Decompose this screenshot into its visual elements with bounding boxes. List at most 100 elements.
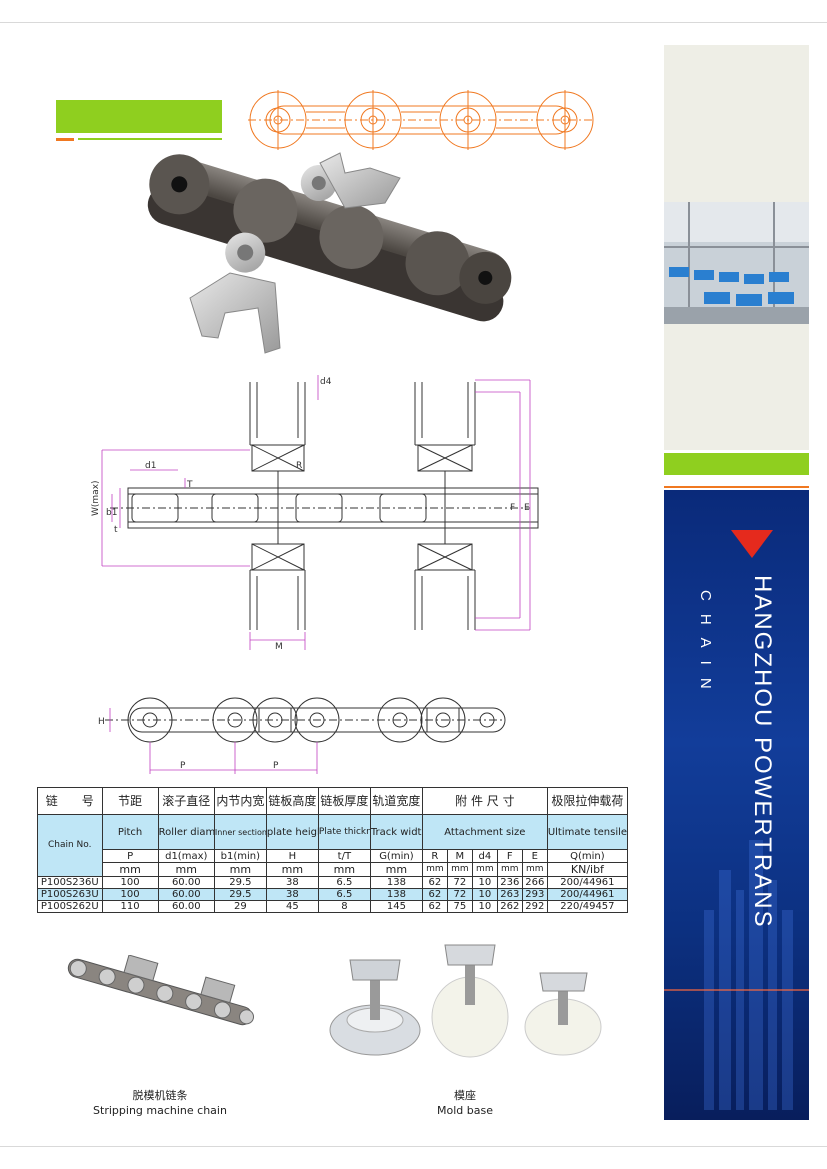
table-cell: 293 [521,888,548,901]
table-cell: 10 [471,900,498,913]
caption-left-en: Stripping machine chain [93,1104,227,1117]
header-green-block [56,100,222,133]
table-cell: P100S262U [37,900,103,913]
symbol-cell: F [496,849,523,863]
spec-table: 链 号 节距 滚子直径 内节内宽 链板高度 链板厚度 轨道宽度 附 件 尺 寸 … [37,787,629,913]
table-cell: 29.5 [213,888,267,901]
chain-plan-view-drawing: d4 R d1 T W(max) b1 t F E M [91,375,539,652]
chain-outline-diagram [248,90,594,150]
table-cell: 62 [421,900,448,913]
table-cell: 220/49457 [546,900,629,913]
table-cell: 100 [101,888,159,901]
table-cell: 292 [521,900,548,913]
label-h: H [98,717,105,727]
cn-header-plate-thick: 链板厚度 [317,787,371,815]
table-cell: P100S263U [37,888,103,901]
table-cell: 236 [496,876,523,889]
symbol-cell: H [265,849,319,863]
unit-cell: mm [471,862,498,877]
table-cell: 100 [101,876,159,889]
unit-cell: mm [369,862,423,877]
table-cell: 38 [265,876,319,889]
table-cell: 262 [496,900,523,913]
label-f: F [510,503,515,513]
table-cell: 6.5 [317,888,371,901]
cn-header-roller: 滚子直径 [157,787,215,815]
table-cell: 72 [446,876,473,889]
table-en-header-row: Chain No. Pitch Roller diameter Inner se… [37,814,629,877]
symbol-cell: b1(min) [213,849,267,863]
symbol-cell: t/T [317,849,371,863]
cn-header-load: 极限拉伸载荷 [546,787,629,815]
table-cell: 45 [265,900,319,913]
symbol-cell: E [521,849,548,863]
table-cell: 8 [317,900,371,913]
en-header-track: Track width [369,814,423,850]
table-row: P100S263U 100 60.00 29.5 38 6.5 138 62 7… [37,888,629,901]
unit-cell: mm [101,862,159,877]
table-cell: 266 [521,876,548,889]
unit-cell: mm [265,862,319,877]
unit-cell: mm [446,862,473,877]
en-header-plate-thick: Plate thickness [317,814,371,850]
en-header-chain-no: Chain No. [37,814,103,877]
symbol-cell: d4 [471,849,498,863]
table-cell: 145 [369,900,423,913]
cn-header-inner: 内节内宽 [213,787,267,815]
label-small-t: t [114,525,118,535]
table-cell: 72 [446,888,473,901]
table-cell: 200/44961 [546,888,629,901]
en-header-plate-height: plate height [265,814,319,850]
chain-side-view-drawing: H P P [98,697,506,774]
cn-header-attachment: 附 件 尺 寸 [421,787,548,815]
symbol-cell: M [446,849,473,863]
brand-panel-decoration [664,840,809,1110]
table-row: P100S236U 100 60.00 29.5 38 6.5 138 62 7… [37,876,629,889]
unit-cell: mm [421,862,448,877]
en-header-pitch: Pitch [101,814,159,850]
unit-cell: KN/ibf [546,862,629,877]
label-p2: P [273,761,279,771]
table-cell: 60.00 [157,888,215,901]
label-e: E [524,503,530,513]
label-w: W(max) [91,480,101,516]
stripping-chain-photo [67,955,255,1026]
cn-header-pitch: 节距 [101,787,159,815]
symbol-cell: R [421,849,448,863]
label-d4: d4 [320,377,332,387]
table-symbol-row: P d1(max) b1(min) H t/T G(min) R M d4 F … [38,849,629,863]
symbol-cell: d1(max) [157,849,215,863]
table-cell: 75 [446,900,473,913]
en-header-load: Ultimate tensile load [546,814,629,850]
table-unit-row: mm mm mm mm mm mm mm mm mm mm mm KN/ibf [38,862,629,877]
table-cell: 29 [213,900,267,913]
caption-left-cn: 脱模机链条 [132,1089,188,1102]
unit-cell: mm [157,862,215,877]
symbol-cell: G(min) [369,849,423,863]
label-d1: d1 [145,461,156,471]
table-cell: 6.5 [317,876,371,889]
label-m: M [275,642,283,652]
symbol-cell: Q(min) [546,849,629,863]
caption-right-en: Mold base [437,1104,493,1117]
en-header-roller: Roller diameter [157,814,215,850]
bottom-border [0,1146,827,1147]
table-cell: 10 [471,876,498,889]
label-b1: b1 [106,508,117,518]
right-orange-line [664,486,809,488]
unit-cell: mm [521,862,548,877]
cn-header-chain-no: 链 号 [37,787,103,815]
label-r: R [296,461,302,471]
unit-cell: mm [317,862,371,877]
label-t: T [186,480,193,490]
table-cell: 62 [421,876,448,889]
table-cell: 62 [421,888,448,901]
factory-photo [664,202,809,324]
table-cell: 29.5 [213,876,267,889]
table-cn-header-row: 链 号 节距 滚子直径 内节内宽 链板高度 链板厚度 轨道宽度 附 件 尺 寸 … [37,787,629,815]
brand-panel [664,490,809,1120]
unit-cell: mm [213,862,267,877]
table-cell: 138 [369,888,423,901]
table-cell: 138 [369,876,423,889]
symbol-cell: P [101,849,159,863]
